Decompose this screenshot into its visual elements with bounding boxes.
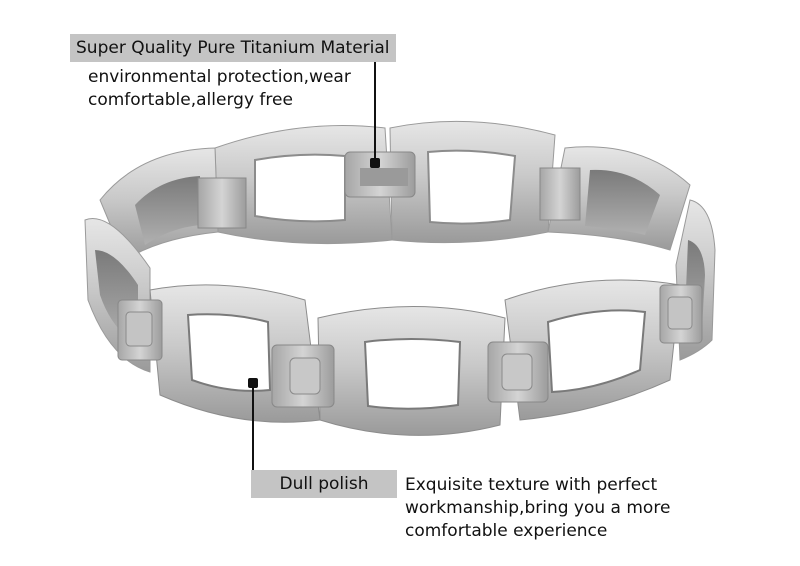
material-desc-line: environmental protection,wear — [88, 67, 351, 87]
bracelet-back-links — [99, 120, 691, 261]
material-callout-title: Super Quality Pure Titanium Material — [70, 34, 396, 62]
finish-callout-title: Dull polish — [251, 470, 397, 498]
finish-desc-line: Exquisite texture with perfect — [405, 475, 658, 495]
material-callout-pointer — [374, 62, 376, 162]
finish-desc-line: workmanship,bring you a more — [405, 498, 671, 518]
finish-callout-description: Exquisite texture with perfect workmansh… — [405, 474, 705, 543]
finish-desc-line: comfortable experience — [405, 521, 608, 541]
finish-callout-pointer — [252, 383, 254, 483]
material-callout-dot — [370, 158, 380, 168]
material-callout-description: environmental protection,wear comfortabl… — [88, 66, 388, 112]
finish-callout-dot — [248, 378, 258, 388]
material-desc-line: comfortable,allergy free — [88, 90, 293, 110]
bracelet-front-links — [117, 279, 703, 436]
